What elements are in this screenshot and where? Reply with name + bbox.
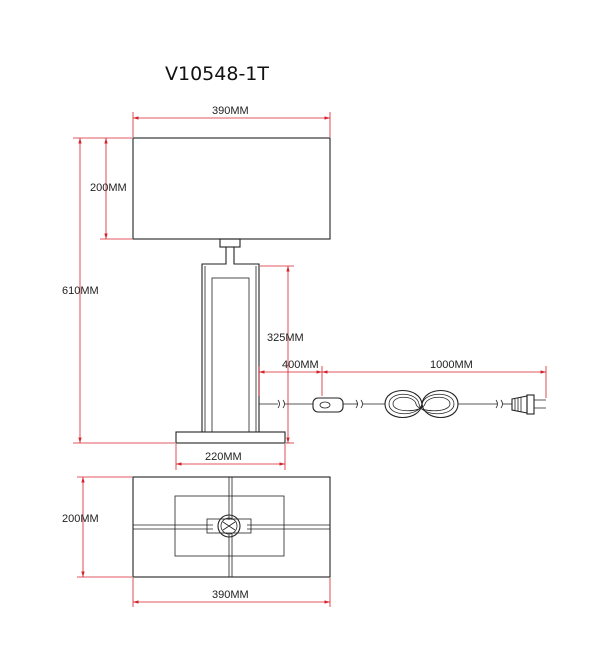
top-view [132,476,331,578]
shade-connector [219,238,241,248]
top-dimensions: 200MM 390MM [62,476,331,607]
top-view-socket-outer [217,514,241,538]
dim-label-shade-width: 390MM [212,105,249,117]
coiled-cord [384,390,459,418]
top-view-cross-lines [133,524,330,530]
dim-label-top-width: 390MM [212,589,249,601]
power-plug [511,394,546,415]
cord-break-mark [495,399,503,409]
dim-label-cord-length: 1000MM [430,359,473,371]
lamp-base [175,431,286,444]
dim-label-cord-to-switch: 400MM [282,359,319,371]
inline-switch [312,397,344,413]
top-view-outline [132,476,331,578]
cord-break-mark [355,399,363,409]
top-view-frame-lines [228,477,233,577]
model-title: V10548-1T [165,63,269,85]
front-dimensions: 390MM 200MM 610MM 325MM 400MM 1000MM 220… [62,105,547,470]
dim-label-shade-height: 200MM [90,182,127,194]
cord-break-mark [277,399,285,409]
top-view-base-outline [174,495,285,557]
lamp-shade [132,137,331,240]
switch-button [319,401,331,409]
front-view [132,137,546,444]
dim-label-top-depth: 200MM [62,513,99,525]
frame-inner-edge [204,266,257,432]
top-view-socket-inner [220,517,238,535]
top-view-socket-detail [222,521,236,531]
frame-center-panel [211,277,250,433]
lamp-frame [201,247,260,432]
dim-label-base-width: 220MM [205,451,242,463]
dim-label-total-height: 610MM [62,285,99,297]
dim-label-base-height: 325MM [267,332,304,344]
top-view-hub-plate [206,518,252,534]
